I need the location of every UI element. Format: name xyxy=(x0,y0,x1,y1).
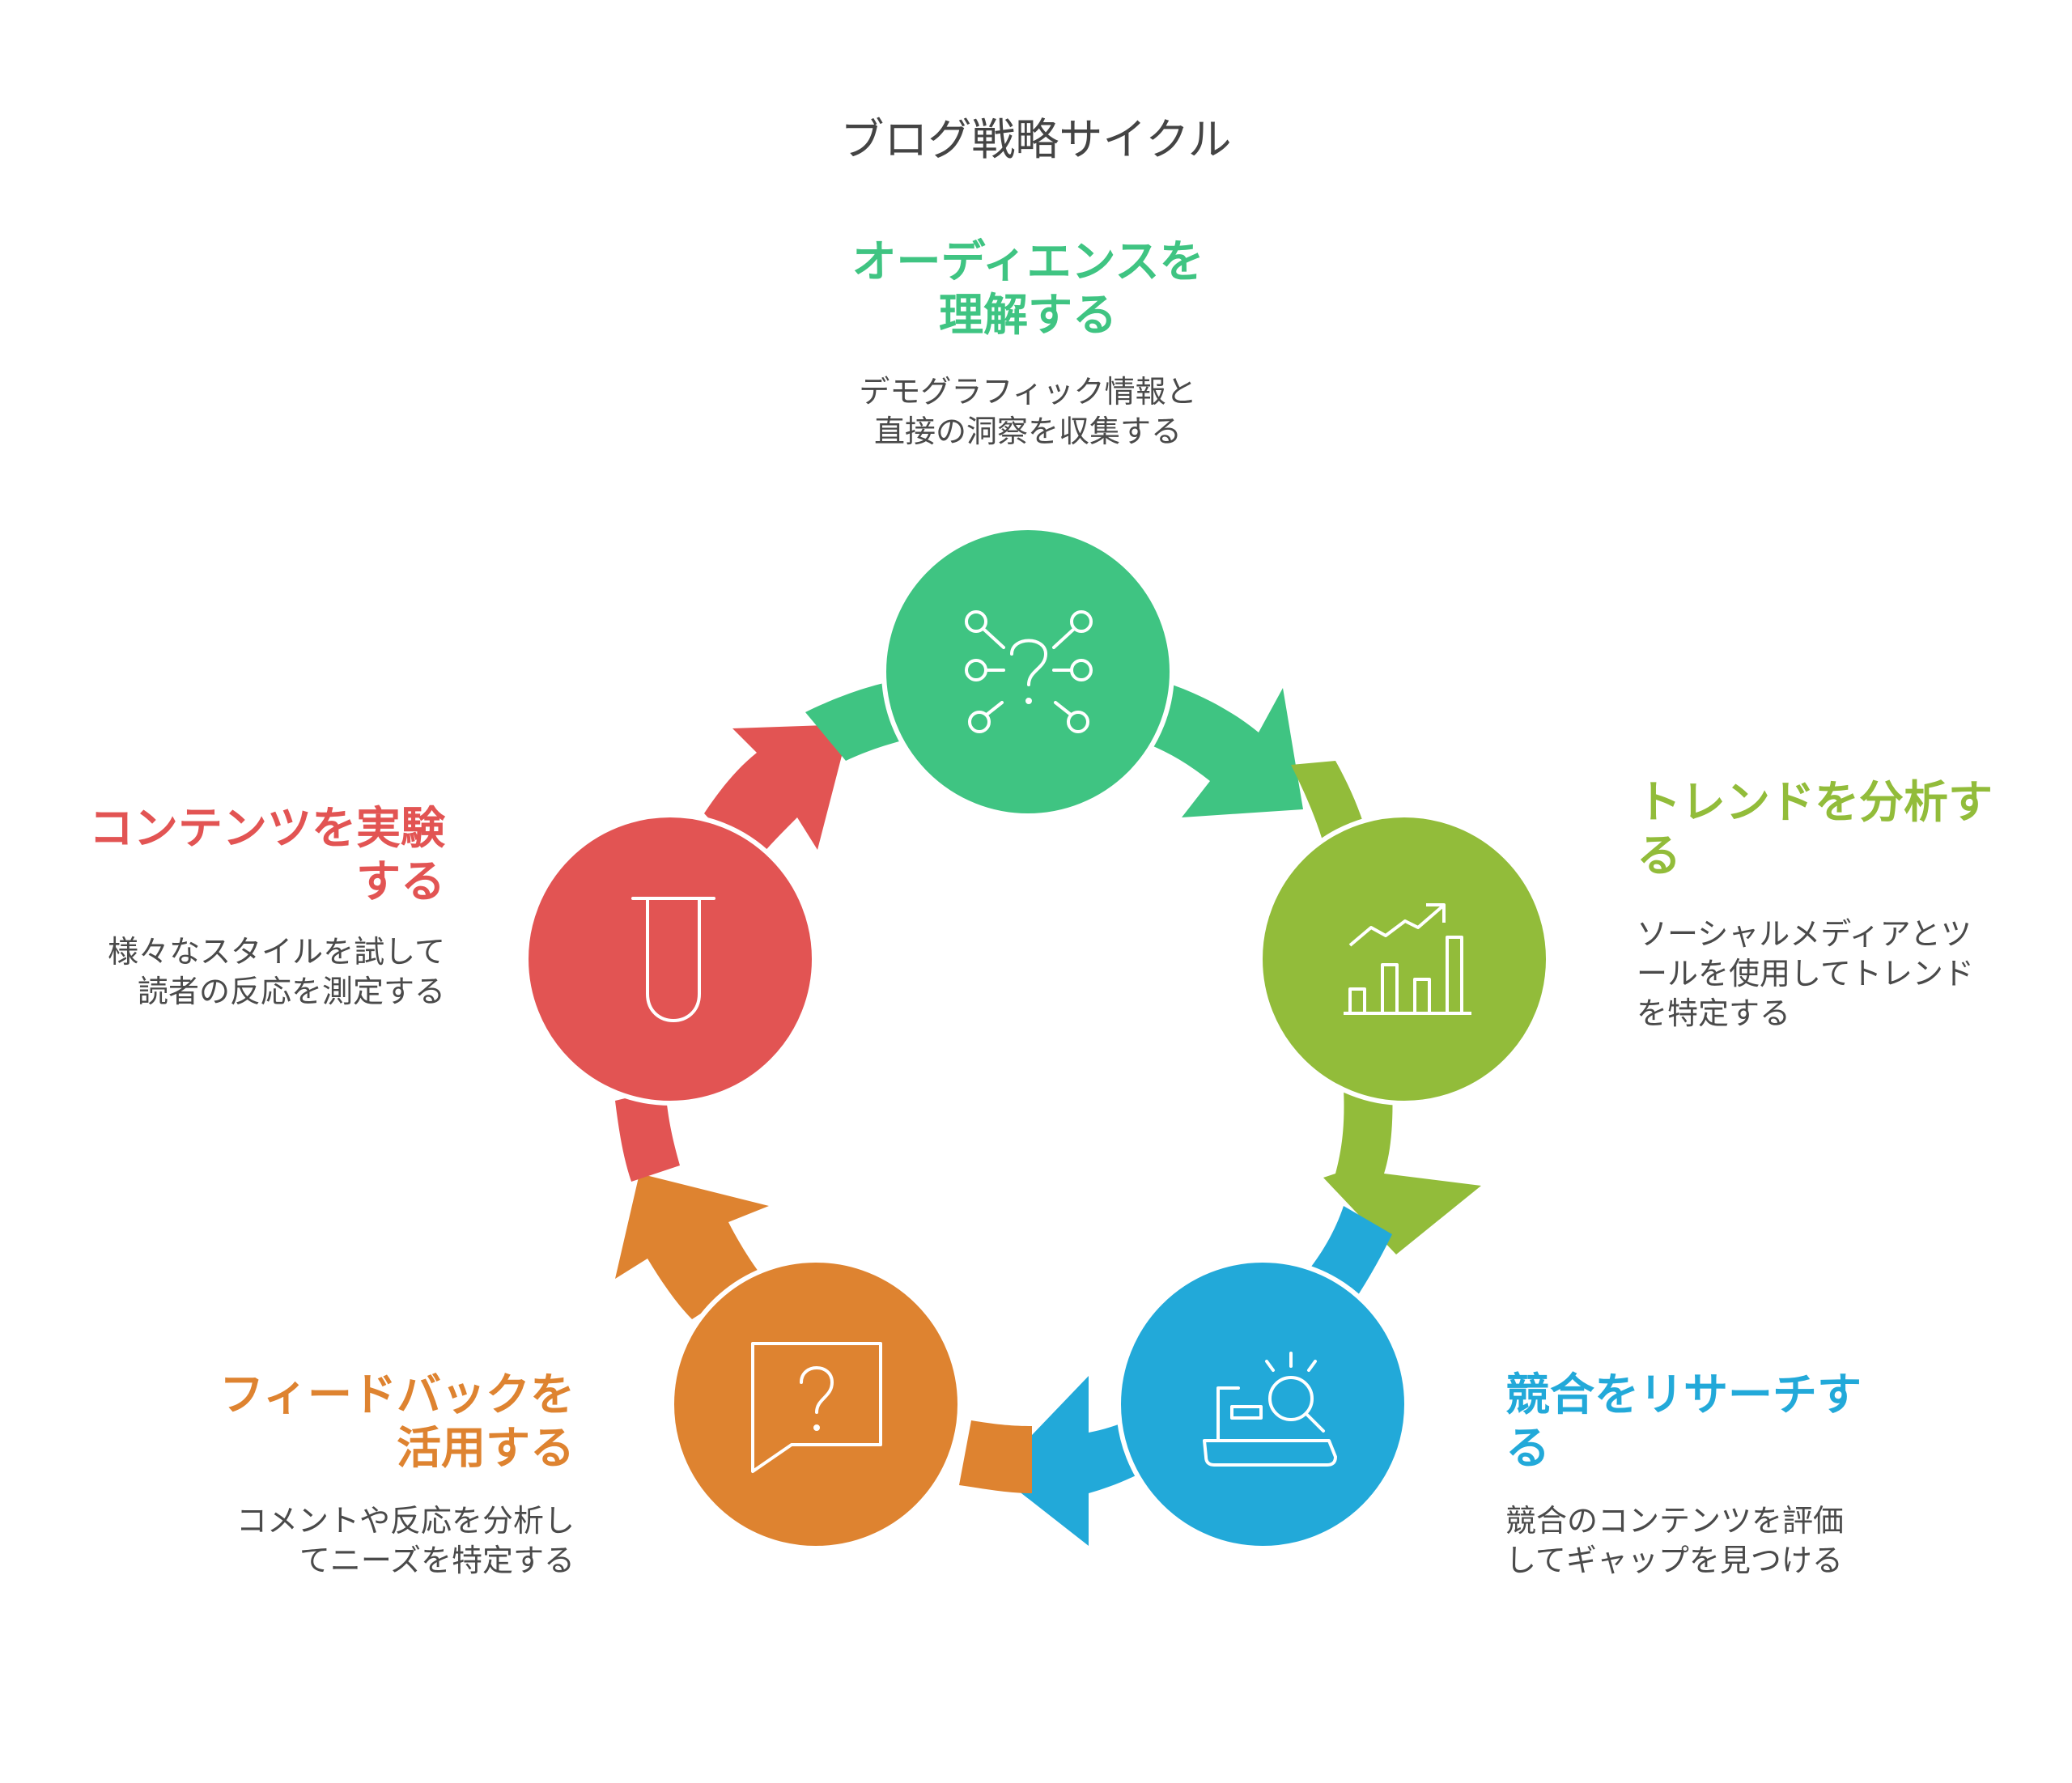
speech-bubble-question-icon xyxy=(751,1342,882,1473)
arrow-olive xyxy=(1291,761,1481,1254)
step-3-circle xyxy=(1116,1258,1409,1551)
step-1-circle xyxy=(881,525,1174,818)
step-3-description: 競合のコンテンツを評価 してギャップを見つける xyxy=(1505,1503,1845,1578)
step-1-description: デモグラフィック情報と 直接の洞察を収集する xyxy=(859,374,1197,449)
audience-question-network-icon xyxy=(965,610,1093,733)
arrow-orange xyxy=(615,1174,1032,1493)
step-4-title: フィードバックを 活用する xyxy=(219,1369,575,1474)
step-5-circle xyxy=(524,813,817,1106)
step-5-description: 様々なスタイルを試して 読者の反応を測定する xyxy=(108,934,445,1009)
step-4-description: コメントや反応を分析し てニーズを特定する xyxy=(236,1503,575,1578)
arrow-red xyxy=(615,724,850,1182)
laptop-search-icon xyxy=(1203,1352,1337,1467)
test-tube-icon xyxy=(631,897,715,1022)
step-2-title: トレンドを分析す る xyxy=(1637,776,1993,881)
arrow-green xyxy=(1149,680,1303,817)
arrow-blue xyxy=(996,1206,1392,1546)
cycle-arrows xyxy=(615,678,1481,1546)
step-5-title: コンテンツを実験 する xyxy=(88,802,445,907)
step-2-circle xyxy=(1258,813,1551,1106)
step-3-title: 競合をリサーチす る xyxy=(1505,1369,1862,1474)
trend-bar-chart-icon xyxy=(1344,903,1471,1015)
step-4-circle xyxy=(669,1258,962,1551)
step-circles xyxy=(524,525,1551,1551)
diagram-title: ブログ戦略サイクル xyxy=(840,114,1232,165)
step-2-description: ソーシャルメディアとツ ールを使用してトレンド を特定する xyxy=(1637,916,1974,1031)
step-1-title: オーディエンスを 理解する xyxy=(851,236,1204,341)
